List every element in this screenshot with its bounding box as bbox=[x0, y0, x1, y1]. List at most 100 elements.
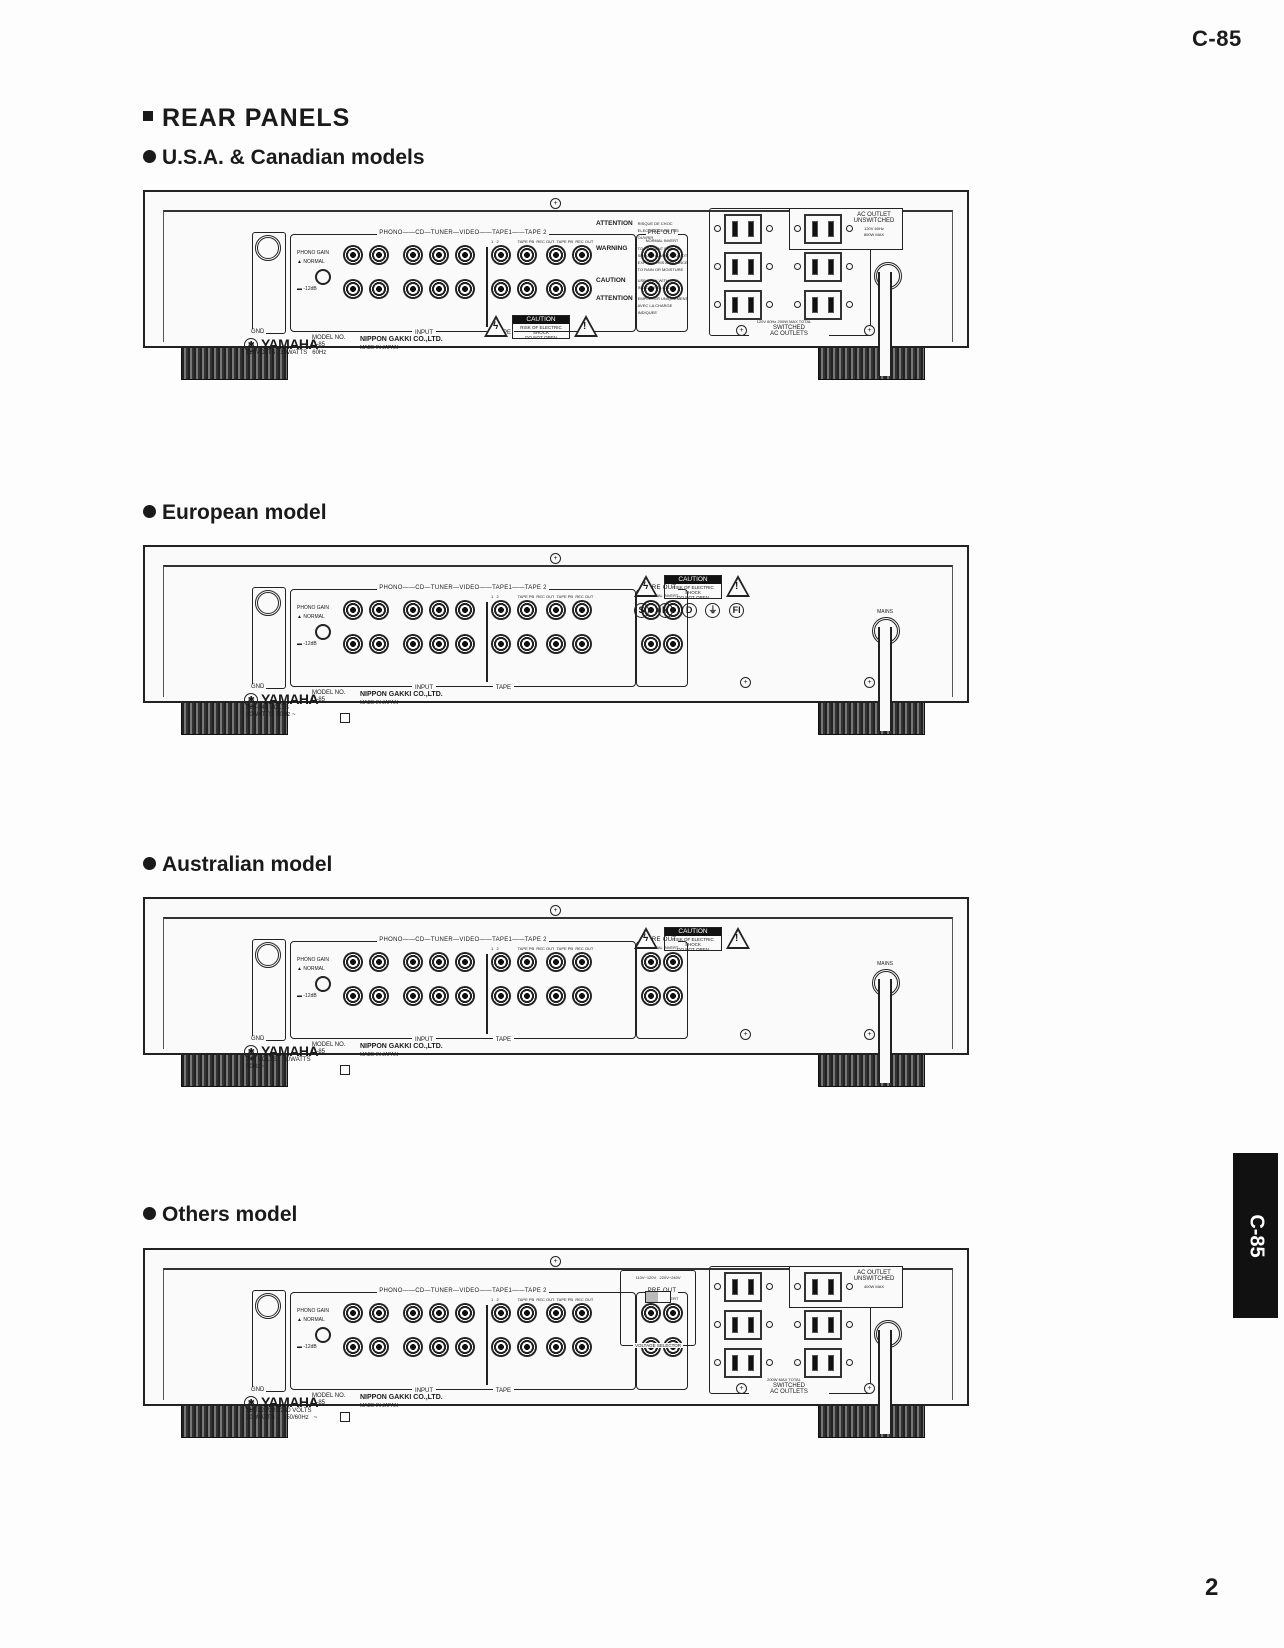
rca-jack-icon[interactable] bbox=[455, 1337, 475, 1357]
rca-jack-icon[interactable] bbox=[517, 245, 537, 265]
rca-jack-icon[interactable] bbox=[343, 634, 363, 654]
rca-jack-icon[interactable] bbox=[369, 245, 389, 265]
rca-jack-icon[interactable] bbox=[641, 986, 661, 1006]
rca-jack-icon[interactable] bbox=[455, 986, 475, 1006]
voltage-selector-switch[interactable] bbox=[645, 1291, 671, 1303]
rca-jack-icon[interactable] bbox=[491, 1337, 511, 1357]
ac-outlet-icon[interactable] bbox=[724, 1348, 762, 1378]
ac-outlet-icon[interactable] bbox=[804, 1272, 842, 1302]
rca-jack-icon[interactable] bbox=[343, 1303, 363, 1323]
rca-jack-icon[interactable] bbox=[343, 279, 363, 299]
rca-jack-icon[interactable] bbox=[517, 952, 537, 972]
rca-jack-icon[interactable] bbox=[403, 245, 423, 265]
rca-jack-icon[interactable] bbox=[663, 245, 683, 265]
rca-jack-icon[interactable] bbox=[455, 245, 475, 265]
rca-jack-icon[interactable] bbox=[663, 634, 683, 654]
rca-jack-icon[interactable] bbox=[572, 279, 592, 299]
rca-jack-icon[interactable] bbox=[572, 634, 592, 654]
ac-outlet-icon[interactable] bbox=[724, 252, 762, 282]
ac-outlet-icon[interactable] bbox=[804, 252, 842, 282]
rca-jack-icon[interactable] bbox=[517, 600, 537, 620]
rca-jack-icon[interactable] bbox=[403, 1303, 423, 1323]
rca-jack-icon[interactable] bbox=[491, 634, 511, 654]
rca-jack-icon[interactable] bbox=[403, 986, 423, 1006]
phono-gain-switch[interactable]: PHONO GAIN▲ NORMAL▬ -12dB bbox=[297, 249, 331, 294]
gnd-terminal[interactable]: GND bbox=[249, 939, 286, 1042]
rca-jack-icon[interactable] bbox=[369, 279, 389, 299]
rca-jack-icon[interactable] bbox=[369, 986, 389, 1006]
rca-jack-icon[interactable] bbox=[455, 600, 475, 620]
rca-jack-icon[interactable] bbox=[663, 1303, 683, 1323]
rca-jack-icon[interactable] bbox=[403, 634, 423, 654]
rca-jack-icon[interactable] bbox=[491, 279, 511, 299]
rca-jack-icon[interactable] bbox=[572, 600, 592, 620]
rca-jack-icon[interactable] bbox=[343, 600, 363, 620]
rca-jack-icon[interactable] bbox=[343, 986, 363, 1006]
rca-jack-icon[interactable] bbox=[572, 952, 592, 972]
rca-jack-icon[interactable] bbox=[455, 1303, 475, 1323]
gnd-terminal[interactable]: GND bbox=[249, 587, 286, 690]
rca-jack-icon[interactable] bbox=[429, 245, 449, 265]
rca-jack-icon[interactable] bbox=[491, 600, 511, 620]
rca-jack-icon[interactable] bbox=[546, 986, 566, 1006]
rca-jack-icon[interactable] bbox=[641, 1303, 661, 1323]
rca-jack-icon[interactable] bbox=[429, 1337, 449, 1357]
rca-jack-icon[interactable] bbox=[403, 279, 423, 299]
rca-jack-icon[interactable] bbox=[517, 1303, 537, 1323]
rca-jack-icon[interactable] bbox=[546, 1303, 566, 1323]
rca-jack-icon[interactable] bbox=[369, 1337, 389, 1357]
rca-jack-icon[interactable] bbox=[641, 634, 661, 654]
rca-jack-icon[interactable] bbox=[429, 986, 449, 1006]
ac-outlet-icon[interactable] bbox=[804, 214, 842, 244]
rca-jack-icon[interactable] bbox=[546, 1337, 566, 1357]
gnd-terminal[interactable]: GND bbox=[249, 1290, 286, 1393]
ac-outlet-icon[interactable] bbox=[804, 1348, 842, 1378]
rca-jack-icon[interactable] bbox=[491, 986, 511, 1006]
ac-outlet-icon[interactable] bbox=[804, 1310, 842, 1340]
phono-gain-switch[interactable]: PHONO GAIN▲ NORMAL▬ -12dB bbox=[297, 604, 331, 649]
rca-jack-icon[interactable] bbox=[369, 600, 389, 620]
rca-jack-icon[interactable] bbox=[455, 952, 475, 972]
rca-jack-icon[interactable] bbox=[429, 600, 449, 620]
rca-jack-icon[interactable] bbox=[641, 279, 661, 299]
rca-jack-icon[interactable] bbox=[455, 279, 475, 299]
rca-jack-icon[interactable] bbox=[343, 245, 363, 265]
rca-jack-icon[interactable] bbox=[572, 245, 592, 265]
rca-jack-icon[interactable] bbox=[403, 600, 423, 620]
rca-jack-icon[interactable] bbox=[491, 952, 511, 972]
phono-gain-switch[interactable]: PHONO GAIN▲ NORMAL▬ -12dB bbox=[297, 1307, 331, 1352]
rca-jack-icon[interactable] bbox=[429, 634, 449, 654]
rca-jack-icon[interactable] bbox=[369, 1303, 389, 1323]
rca-jack-icon[interactable] bbox=[369, 952, 389, 972]
rca-jack-icon[interactable] bbox=[403, 952, 423, 972]
rca-jack-icon[interactable] bbox=[491, 1303, 511, 1323]
rca-jack-icon[interactable] bbox=[429, 952, 449, 972]
rca-jack-icon[interactable] bbox=[517, 279, 537, 299]
rca-jack-icon[interactable] bbox=[546, 952, 566, 972]
rca-jack-icon[interactable] bbox=[663, 279, 683, 299]
rca-jack-icon[interactable] bbox=[546, 245, 566, 265]
rca-jack-icon[interactable] bbox=[546, 279, 566, 299]
ac-outlet-icon[interactable] bbox=[724, 290, 762, 320]
rca-jack-icon[interactable] bbox=[403, 1337, 423, 1357]
rca-jack-icon[interactable] bbox=[343, 952, 363, 972]
rca-jack-icon[interactable] bbox=[546, 600, 566, 620]
ac-outlet-icon[interactable] bbox=[724, 1272, 762, 1302]
phono-gain-switch[interactable]: PHONO GAIN▲ NORMAL▬ -12dB bbox=[297, 956, 331, 1001]
rca-jack-icon[interactable] bbox=[429, 279, 449, 299]
rca-jack-icon[interactable] bbox=[572, 1337, 592, 1357]
ac-outlet-icon[interactable] bbox=[724, 214, 762, 244]
rca-jack-icon[interactable] bbox=[572, 1303, 592, 1323]
rca-jack-icon[interactable] bbox=[455, 634, 475, 654]
rca-jack-icon[interactable] bbox=[517, 1337, 537, 1357]
rca-jack-icon[interactable] bbox=[517, 634, 537, 654]
rca-jack-icon[interactable] bbox=[517, 986, 537, 1006]
rca-jack-icon[interactable] bbox=[429, 1303, 449, 1323]
gnd-terminal[interactable]: GND bbox=[249, 232, 286, 335]
rca-jack-icon[interactable] bbox=[641, 952, 661, 972]
rca-jack-icon[interactable] bbox=[572, 986, 592, 1006]
rca-jack-icon[interactable] bbox=[343, 1337, 363, 1357]
rca-jack-icon[interactable] bbox=[546, 634, 566, 654]
rca-jack-icon[interactable] bbox=[663, 952, 683, 972]
rca-jack-icon[interactable] bbox=[663, 986, 683, 1006]
